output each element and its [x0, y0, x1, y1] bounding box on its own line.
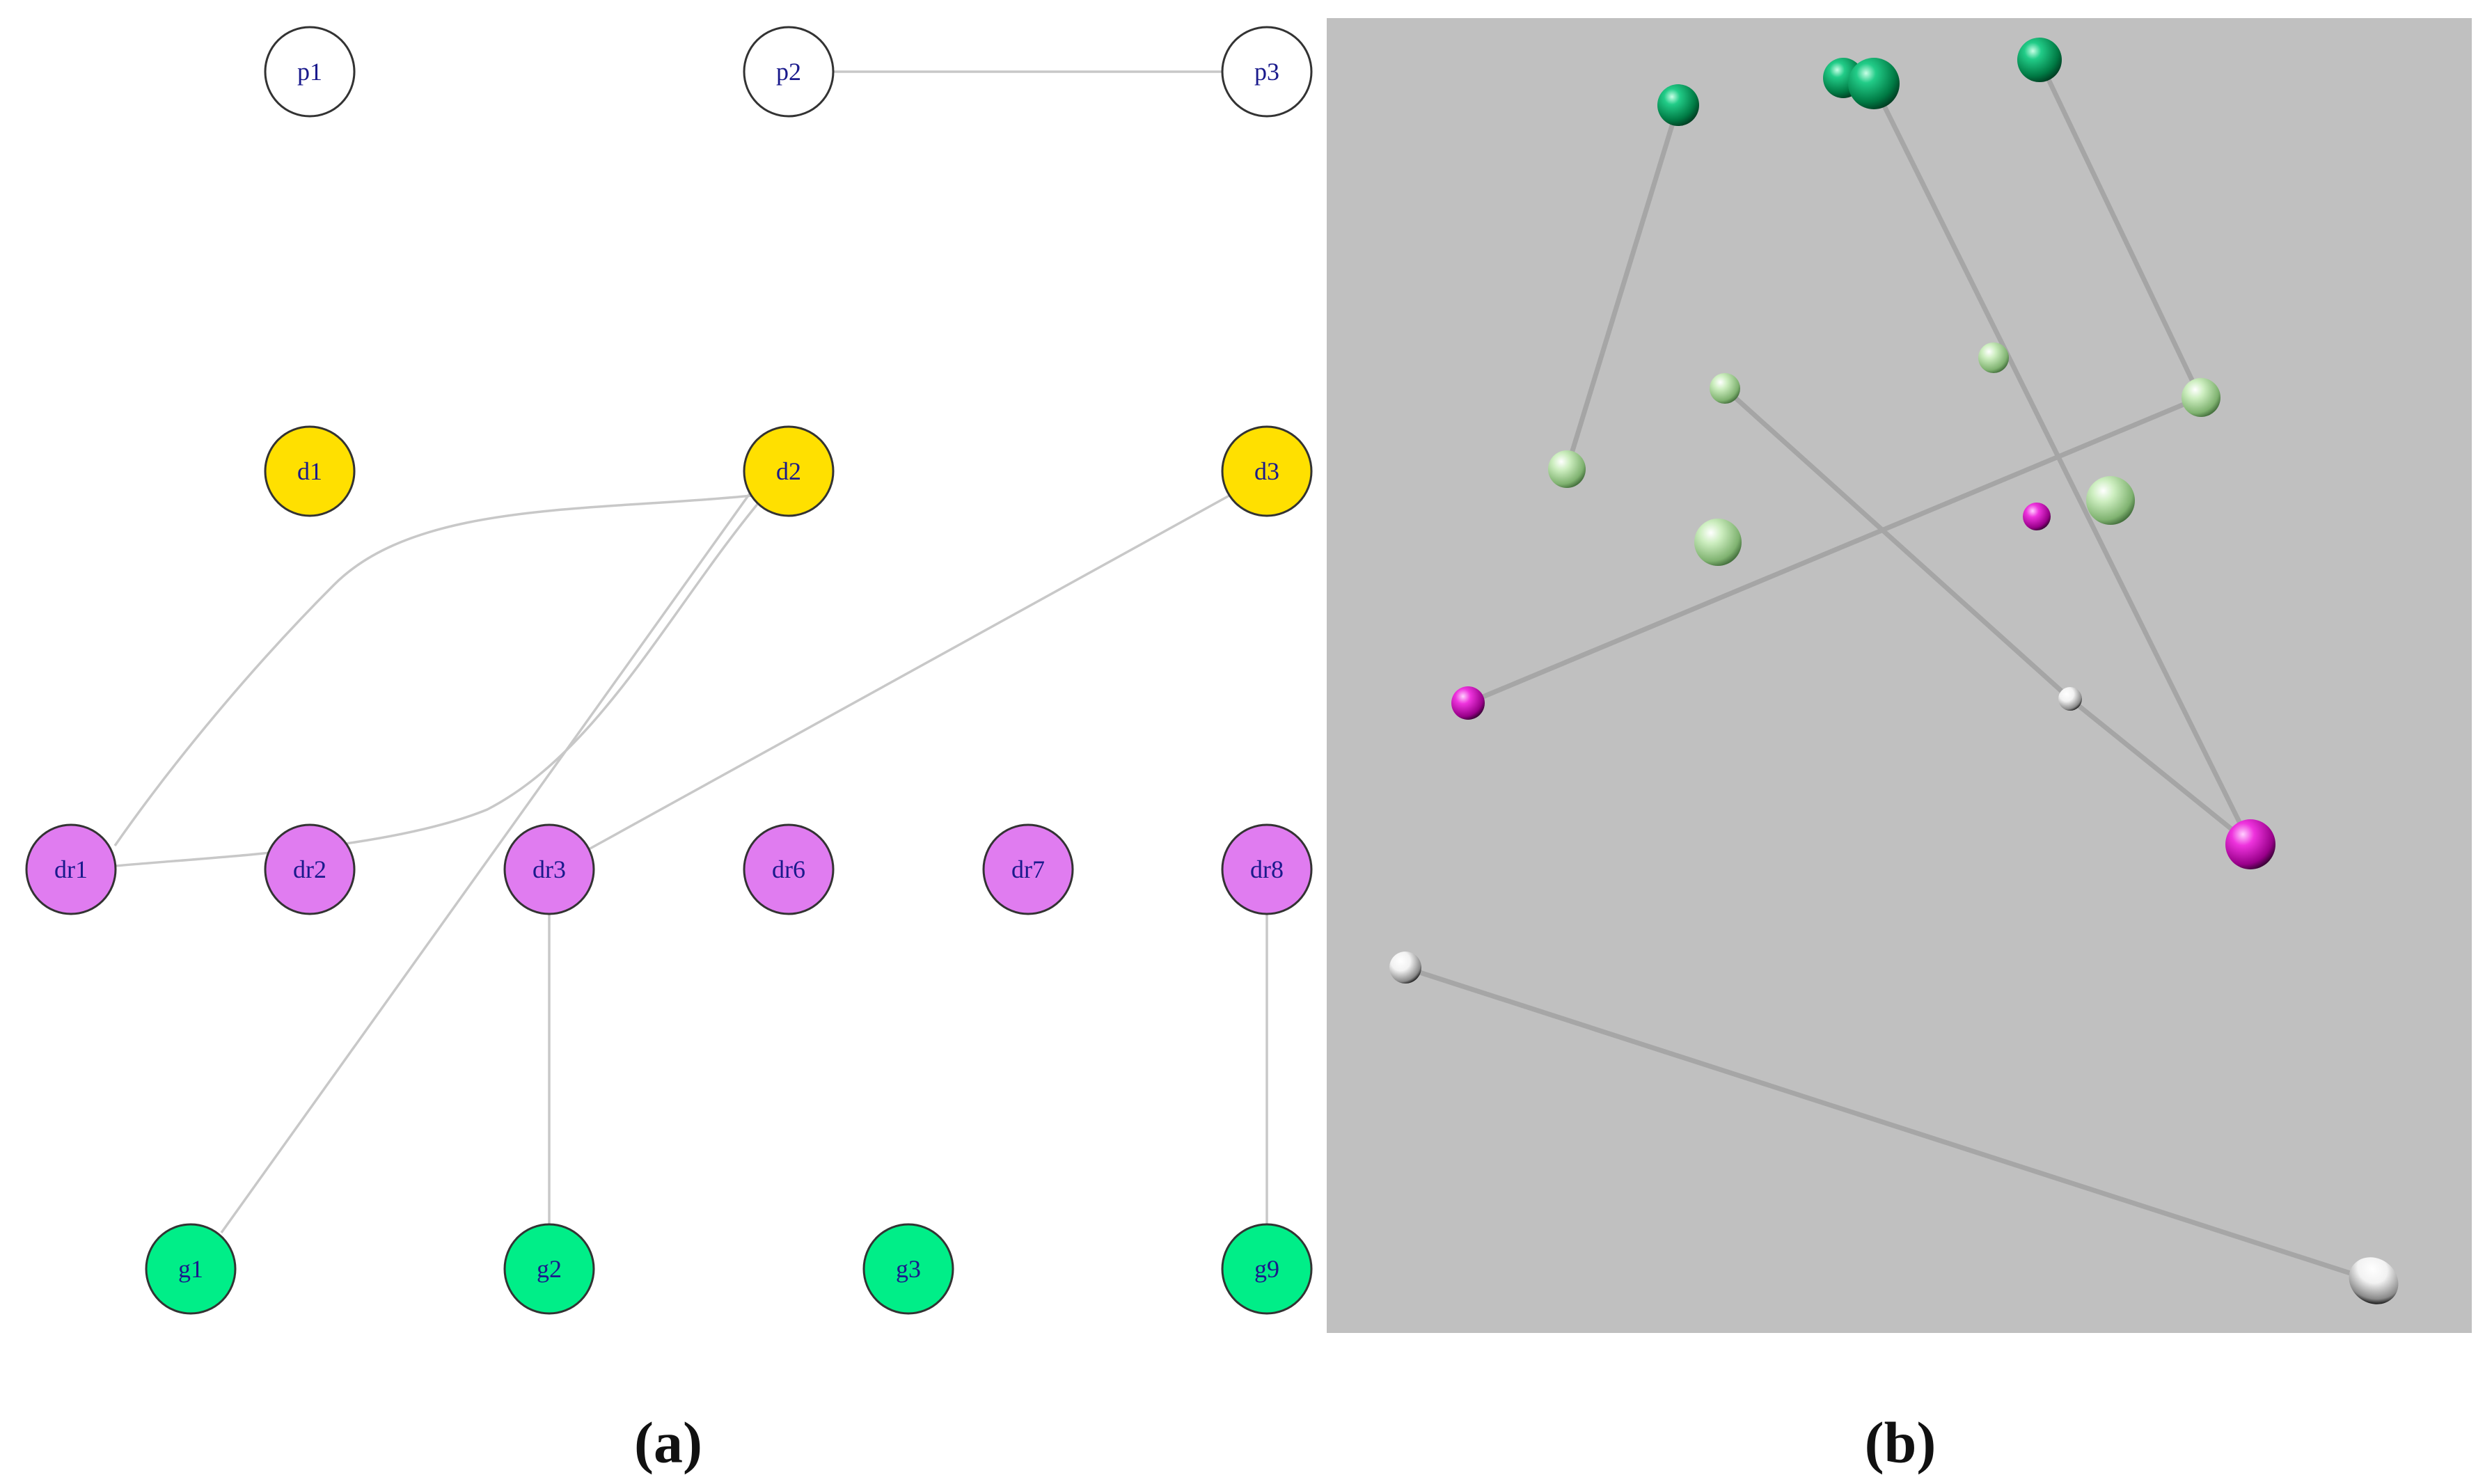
node-circle [862, 1223, 954, 1315]
sphere-node [1389, 952, 1421, 984]
node-circle [264, 425, 356, 517]
panel-a-network: p1 p2 p3 d1 d2 d3 dr1 dr2 dr3 dr6 dr7 dr8 g1 g2 g3 g9 [25, 26, 1313, 1315]
node-p1: p1 [264, 26, 356, 118]
sphere-node [1848, 58, 1900, 109]
node-circle [264, 26, 356, 118]
edge-d3-dr3 [588, 494, 1230, 851]
sphere-node [1451, 686, 1485, 720]
node-circle [25, 823, 117, 915]
edge-3d [2037, 58, 2203, 400]
node-d1: d1 [264, 425, 356, 517]
node-circle [503, 823, 595, 915]
node-label: dr1 [54, 855, 88, 883]
edge-3d [1564, 102, 1681, 472]
node-label: dr3 [532, 855, 566, 883]
node-dr3: dr3 [503, 823, 595, 915]
node-circle [1221, 823, 1313, 915]
panel-b-caption: (b) [1865, 1411, 1936, 1476]
edge-d2-dr1 [113, 494, 752, 846]
panel-b-background [1327, 18, 2472, 1333]
node-dr6: dr6 [743, 823, 835, 915]
node-dr2: dr2 [264, 823, 356, 915]
node-dr8: dr8 [1221, 823, 1313, 915]
node-dr1: dr1 [25, 823, 117, 915]
node-circle [1221, 1223, 1313, 1315]
node-label: g2 [537, 1255, 562, 1283]
node-circle [743, 823, 835, 915]
panel-b-3d-view [1327, 18, 2472, 1333]
sphere-node [2182, 378, 2220, 417]
panel-b-spheres [1389, 38, 2399, 1304]
node-label: p3 [1254, 58, 1279, 86]
node-label: dr7 [1011, 855, 1045, 883]
edge-3d [1870, 81, 2253, 847]
node-d2: d2 [743, 425, 835, 517]
edge-3d [2067, 696, 2253, 847]
node-label: d2 [776, 457, 801, 485]
node-label: p1 [297, 58, 322, 86]
node-dr7: dr7 [982, 823, 1074, 915]
node-label: d3 [1254, 457, 1279, 485]
node-circle [503, 1223, 595, 1315]
node-p3: p3 [1221, 26, 1313, 118]
panel-a-edges [113, 70, 1268, 1234]
node-circle [743, 425, 835, 517]
sphere-node [1978, 342, 2009, 373]
node-p2: p2 [743, 26, 835, 118]
sphere-node [1657, 84, 1699, 126]
node-g9: g9 [1221, 1223, 1313, 1315]
node-circle [743, 26, 835, 118]
sphere-node [2225, 819, 2275, 869]
edge-d2-g1 [220, 489, 753, 1234]
node-circle [264, 823, 356, 915]
node-circle [1221, 26, 1313, 118]
panel-a-caption: (a) [634, 1411, 702, 1476]
node-label: d1 [297, 457, 322, 485]
edge-d2-dr1 [115, 501, 760, 867]
node-label: dr6 [772, 855, 805, 883]
sphere-node [1548, 450, 1586, 488]
node-circle [145, 1223, 237, 1315]
node-label: dr2 [293, 855, 326, 883]
sphere-node [1694, 519, 1742, 566]
node-circle [982, 823, 1074, 915]
node-d3: d3 [1221, 425, 1313, 517]
sphere-node [2017, 38, 2062, 82]
node-g3: g3 [862, 1223, 954, 1315]
node-circle [1221, 425, 1313, 517]
node-label: p2 [776, 58, 801, 86]
node-g1: g1 [145, 1223, 237, 1315]
node-label: g9 [1254, 1255, 1279, 1283]
node-label: g1 [178, 1255, 203, 1283]
node-g2: g2 [503, 1223, 595, 1315]
edge-3d [1465, 395, 2203, 706]
sphere-node [2086, 476, 2135, 525]
sphere-node [1710, 373, 1740, 404]
panel-a-nodes: p1 p2 p3 d1 d2 d3 dr1 dr2 dr3 dr6 dr7 dr8 g1 g2 g3 g9 [25, 26, 1313, 1315]
sphere-node [2058, 687, 2082, 711]
sphere-node [2349, 1257, 2399, 1304]
node-label: dr8 [1250, 855, 1284, 883]
node-label: g3 [896, 1255, 921, 1283]
edge-3d [1722, 386, 2073, 702]
sphere-node [2023, 503, 2051, 530]
panel-b-edges [1402, 58, 2376, 1284]
edge-3d [1402, 965, 2376, 1284]
